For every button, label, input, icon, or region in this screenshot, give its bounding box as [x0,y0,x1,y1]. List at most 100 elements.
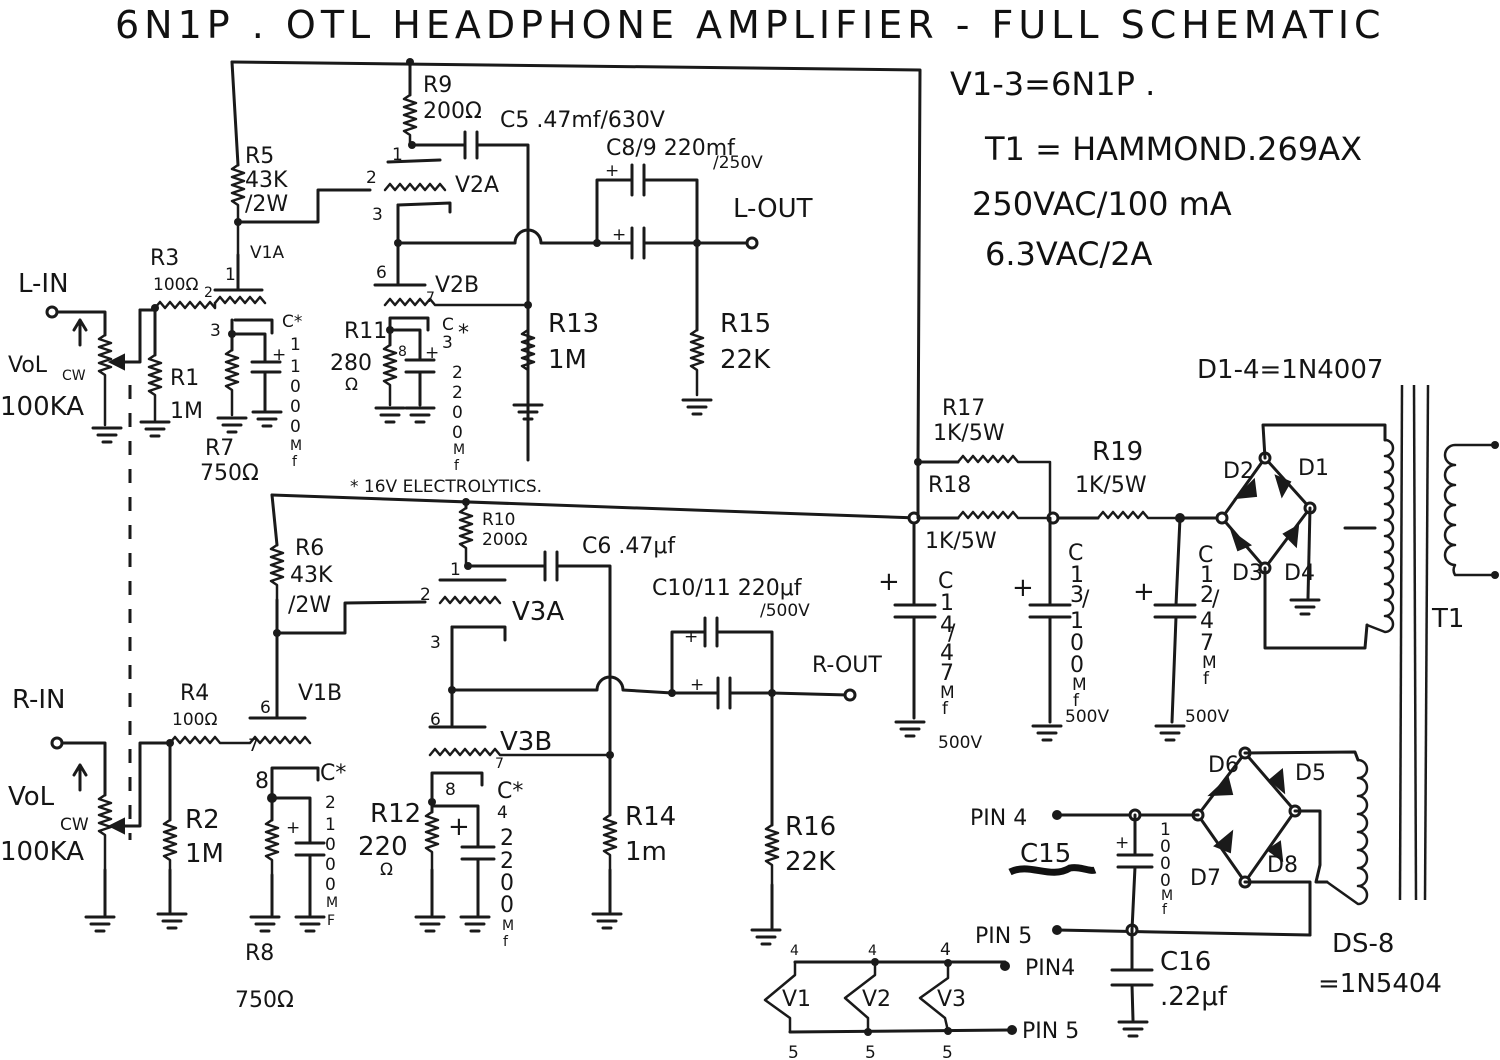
svg-text:0: 0 [1160,871,1171,891]
svg-text:4: 4 [497,803,508,823]
svg-text:4: 4 [940,641,954,666]
svg-text:C: C [442,315,454,335]
v1b-pin6: 6 [260,698,271,718]
r13-value: 1M [548,345,587,375]
v2a-pin2: 2 [366,168,377,188]
svg-text:7: 7 [940,661,954,686]
c6-label: C6 .47μf [582,534,676,559]
v1-heater-pin-bottom: 5 [788,1043,799,1060]
c8-9-label: C8/9 220mf [606,136,736,161]
heater-winding [1325,758,1369,906]
svg-text:0: 0 [1070,631,1084,656]
c2-label: C* 2 1 0 0 0 M F [320,761,346,929]
v2b-label: V2B [435,273,479,298]
v3b-pin6: 6 [430,710,441,730]
ps-pin5-label: PIN 5 [975,924,1032,949]
v2-heater-pin-top: 4 [868,943,877,959]
r9-value: 200Ω [423,99,482,124]
c1-plus: + [272,345,286,365]
r6-wattage: /2W [288,593,331,618]
r1-label: R1 [170,366,199,391]
r3-label: R3 [150,246,179,271]
r11-unit: Ω [345,375,358,395]
svg-text:0: 0 [290,377,301,397]
v2b-pin7: 7 [426,290,435,306]
svg-text:3: 3 [442,333,453,353]
svg-text:M: M [290,438,302,454]
svg-text:0: 0 [500,893,514,918]
c13-voltage: 500V [1065,707,1109,727]
svg-text:M: M [326,895,338,911]
r11-value: 280 [330,351,372,376]
d7-label: D7 [1190,866,1221,891]
right-channel: R6 43K /2W V1B 6 R4 100Ω 7 R-IN VoL CW 1… [0,493,920,1013]
svg-text:2: 2 [1200,583,1214,608]
svg-text:M: M [1161,888,1173,904]
d3-label: D3 [1232,561,1263,586]
r10-label: R10 [482,510,515,530]
v1a-label: V1A [250,243,284,263]
c14-voltage: 500V [938,733,982,753]
d6-label: D6 [1208,753,1239,778]
v2b-pin6: 6 [376,263,387,283]
v1b-label: V1B [298,681,342,706]
v3-heater-pin-bottom: 5 [942,1043,953,1060]
c5-label: C5 .47mf/630V [500,108,665,133]
v2a-pin3: 3 [372,205,383,225]
svg-text:/: / [1212,587,1220,612]
r3-value: 100Ω [153,275,198,295]
r12-unit: Ω [380,860,393,880]
c2-plus: + [286,818,300,838]
r4-label: R4 [180,681,209,706]
electrolytics-note: * 16V ELECTROLYTICS. [350,477,542,497]
c8-9-voltage: /250V [713,153,763,173]
v2-heater-pin-bottom: 5 [865,1043,876,1060]
l-out-terminal[interactable] [745,236,759,250]
r-in-label: R-IN [12,685,66,715]
r8-label: R8 [245,941,274,966]
c12-label: C 1 2 / 4 7 M f [1198,543,1220,689]
r11-label: R11 [344,319,387,344]
c12-plus: + [1133,577,1155,607]
heater-pin4-terminal[interactable] [1000,961,1010,971]
r19-value: 1K/5W [1075,473,1147,498]
svg-text:/: / [948,621,956,646]
hv-secondary-winding [1365,438,1395,634]
svg-text:0: 0 [500,871,514,896]
svg-text:M: M [1072,675,1087,695]
heater-pin4-label: PIN4 [1025,956,1075,981]
c9-plus: + [612,225,626,245]
v1b-pin7: 7 [248,736,259,756]
svg-text:C: C [1068,541,1083,566]
heater-string: 4 4 4 5 5 5 V1 V2 V3 PIN4 PIN 5 [763,940,1079,1060]
c10-11-voltage: /500V [760,601,810,621]
v1a-pin2: 2 [204,285,213,301]
v1-heater-pin-top: 4 [790,943,799,959]
c12-voltage: 500V [1185,707,1229,727]
heater-pin5-terminal[interactable] [1007,1025,1017,1035]
r7-label: R7 [205,436,234,461]
c10-11-label: C10/11 220μf [652,576,803,601]
svg-text:2: 2 [325,793,336,813]
svg-text:2: 2 [452,383,463,403]
svg-text:0: 0 [1160,837,1171,857]
svg-text:f: f [1162,902,1168,918]
t1-label: T1 [1431,604,1464,634]
d2-label: D2 [1223,459,1254,484]
r15-label: R15 [720,309,771,339]
r1-value: 1M [170,399,203,424]
c1-label: C* 1 1 0 0 0 M f [282,312,302,470]
lv-diode-note-1: DS-8 [1332,929,1394,959]
r-vol-cw: CW [60,815,89,835]
svg-text:M: M [502,918,514,934]
r-out-terminal[interactable] [843,688,857,702]
heater-pin5-label: PIN 5 [1022,1019,1079,1044]
c15-plus: + [1115,833,1129,853]
svg-text:*: * [458,321,469,346]
power-supply: R17 1K/5W R18 1K/5W R19 1K/5W + C 1 4 / … [878,384,1499,1038]
svg-text:f: f [942,699,949,719]
v2b-pin8: 8 [398,344,407,360]
v3-heater-label: V3 [937,987,966,1012]
c3-plus: + [425,343,439,363]
